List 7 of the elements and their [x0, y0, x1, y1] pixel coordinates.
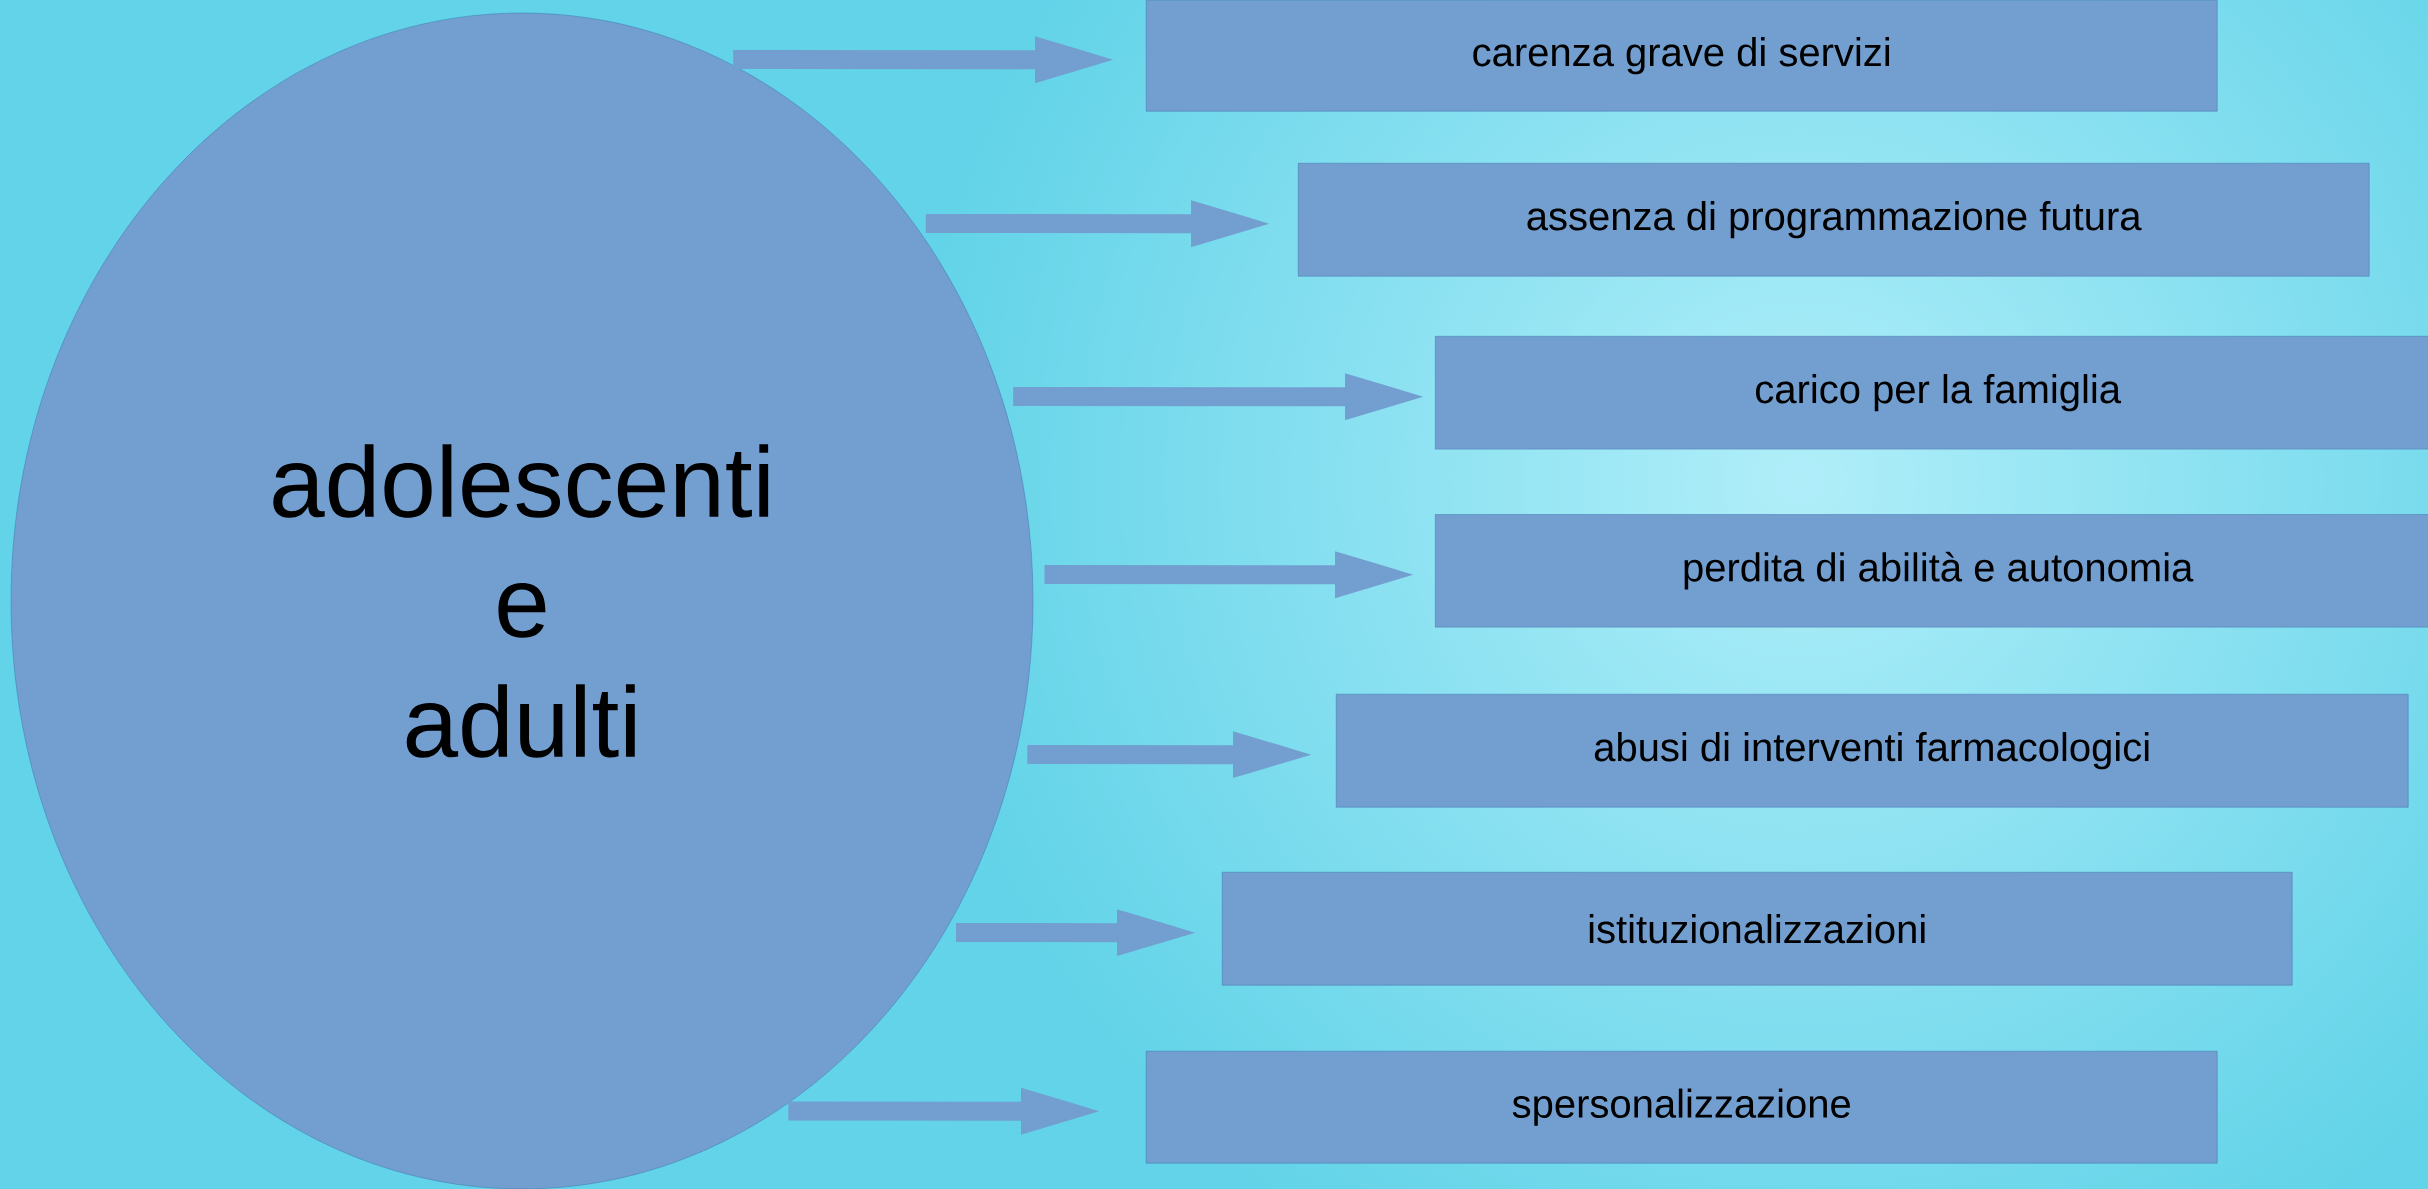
text-box: perdita di abilità e autonomia — [1435, 514, 2428, 628]
text-box: abusi di interventi farmacologici — [1336, 694, 2409, 808]
text-box: assenza di programmazione futura — [1298, 163, 2370, 277]
text-box: spersonalizzazione — [1146, 1051, 2218, 1164]
text-box: carenza grave di servizi — [1146, 0, 2218, 112]
text-box: istituzionalizzazioni — [1222, 872, 2293, 986]
text-box: carico per la famiglia — [1435, 336, 2428, 450]
